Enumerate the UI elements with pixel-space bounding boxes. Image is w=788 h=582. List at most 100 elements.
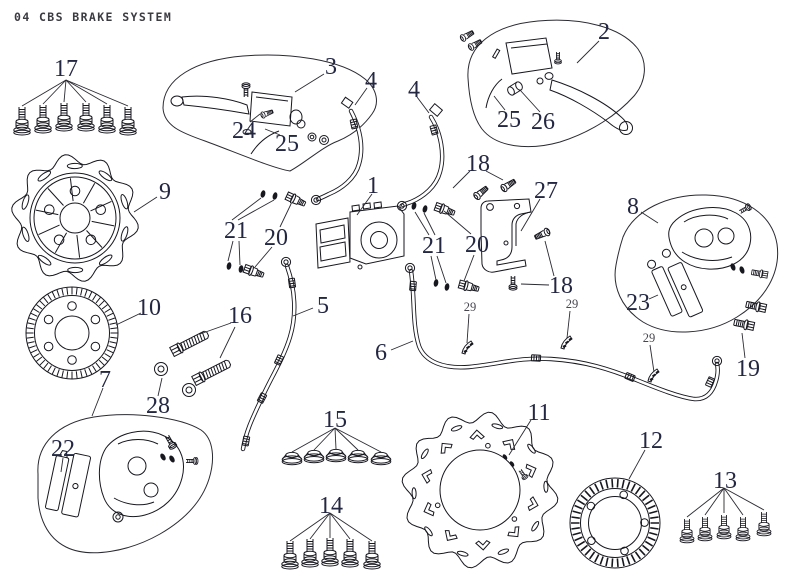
- rear-caliper-outline: [37, 414, 214, 554]
- callout-12: 12: [639, 428, 663, 454]
- callout-27: 27: [534, 178, 558, 204]
- rear-caliper-body: [98, 430, 199, 523]
- callout-15: 15: [323, 407, 347, 433]
- part-4-front-hose-right: [396, 103, 445, 212]
- part-10-front-tone-ring: [25, 286, 119, 380]
- leader-9: [133, 196, 158, 213]
- leader-8: [640, 211, 659, 224]
- part-12-rear-tone-ring: [569, 477, 661, 569]
- callout-10: 10: [137, 295, 161, 321]
- leader-22: [60, 457, 64, 473]
- leader-28: [157, 377, 163, 397]
- callout-17: 17: [54, 56, 78, 82]
- leader-29a: [466, 313, 470, 344]
- callout-18: 18: [549, 273, 573, 299]
- part-23-brake-pads: [647, 248, 704, 318]
- page-title: 04 CBS BRAKE SYSTEM: [14, 10, 172, 24]
- callout-22: 22: [51, 436, 75, 462]
- part-2-rear-master-cylinder: [458, 28, 633, 135]
- part-6-rear-hose-lower: [404, 262, 723, 402]
- callout-28: 28: [146, 393, 170, 419]
- leader-4-left: [354, 87, 368, 106]
- leader-13: [686, 487, 765, 518]
- callout-24: 24: [232, 118, 256, 144]
- part-27-mounting-bracket: [480, 198, 532, 273]
- leader-27: [520, 198, 541, 232]
- leader-3: [294, 73, 325, 93]
- assembly-outlines: [37, 19, 779, 554]
- part-5-rear-hose-upper: [240, 256, 297, 452]
- callout-19: 19: [736, 356, 760, 382]
- part-11-rear-brake-disc: [401, 411, 559, 569]
- callout-labels: 17 9 10 7 22 16 28 3 24 25 4 4 2 25 26 1…: [51, 19, 760, 519]
- leader-25-right: [493, 95, 506, 111]
- part-22-brake-pads: [45, 450, 92, 518]
- leader-17: [21, 79, 129, 107]
- leader-24: [249, 113, 261, 123]
- callout-21: 21: [422, 233, 446, 259]
- part-25-clip: [250, 130, 280, 155]
- leader-23: [648, 294, 659, 300]
- part-9-front-brake-disc: [11, 154, 139, 282]
- callout-14: 14: [319, 493, 343, 519]
- leader-4-right: [416, 96, 430, 114]
- leader-15: [291, 427, 382, 453]
- callout-9: 9: [159, 179, 171, 205]
- leader-19: [741, 332, 746, 359]
- callout-29: 29: [643, 331, 656, 345]
- leader-5: [292, 307, 314, 317]
- part-25-clip: [485, 78, 503, 109]
- leader-14: [289, 512, 373, 542]
- callout-25: 25: [497, 107, 521, 133]
- front-caliper-outline: [614, 194, 779, 333]
- callout-4: 4: [408, 77, 420, 103]
- leader-11: [508, 419, 532, 456]
- leader-29b: [566, 310, 571, 339]
- callout-11: 11: [527, 400, 550, 426]
- callout-20: 20: [465, 232, 489, 258]
- leader-16: [199, 322, 236, 359]
- callout-5: 5: [317, 293, 329, 319]
- callout-29: 29: [464, 300, 477, 314]
- callout-8: 8: [627, 194, 639, 220]
- leader-26: [519, 89, 541, 113]
- leader-18-bottom: [520, 240, 555, 286]
- callout-16: 16: [228, 303, 252, 329]
- leader-20-left: [254, 203, 292, 268]
- leader-6: [390, 340, 414, 351]
- callout-18: 18: [466, 151, 490, 177]
- leader-29c: [649, 344, 655, 373]
- callout-21: 21: [224, 218, 248, 244]
- leader-lines: [21, 40, 765, 542]
- part-1-abs-modulator: [315, 201, 405, 270]
- leader-7: [91, 387, 104, 417]
- leader-12: [628, 449, 646, 480]
- front-caliper-body: [668, 202, 769, 280]
- callout-4: 4: [365, 68, 377, 94]
- part-3-front-master-cylinder: [170, 82, 329, 155]
- callout-25: 25: [275, 131, 299, 157]
- callout-6: 6: [375, 340, 387, 366]
- leader-21-left: [227, 197, 275, 266]
- rear-master-cylinder-outline: [467, 19, 645, 148]
- callout-3: 3: [325, 54, 337, 80]
- leader-18-top: [452, 170, 504, 189]
- callout-23: 23: [626, 290, 650, 316]
- leader-25-left: [264, 128, 281, 136]
- part-26-adjuster: [507, 81, 523, 96]
- leader-10: [115, 312, 142, 326]
- callout-1: 1: [367, 173, 379, 199]
- callout-26: 26: [531, 109, 555, 135]
- callout-7: 7: [99, 367, 111, 393]
- leader-1: [356, 193, 373, 216]
- part-4-front-hose-left: [310, 96, 364, 206]
- leader-20-right: [443, 210, 475, 282]
- leader-21-right: [414, 211, 447, 284]
- callout-13: 13: [713, 468, 737, 494]
- callout-2: 2: [598, 19, 610, 45]
- leader-2: [576, 40, 600, 64]
- front-master-cylinder-outline: [162, 54, 377, 172]
